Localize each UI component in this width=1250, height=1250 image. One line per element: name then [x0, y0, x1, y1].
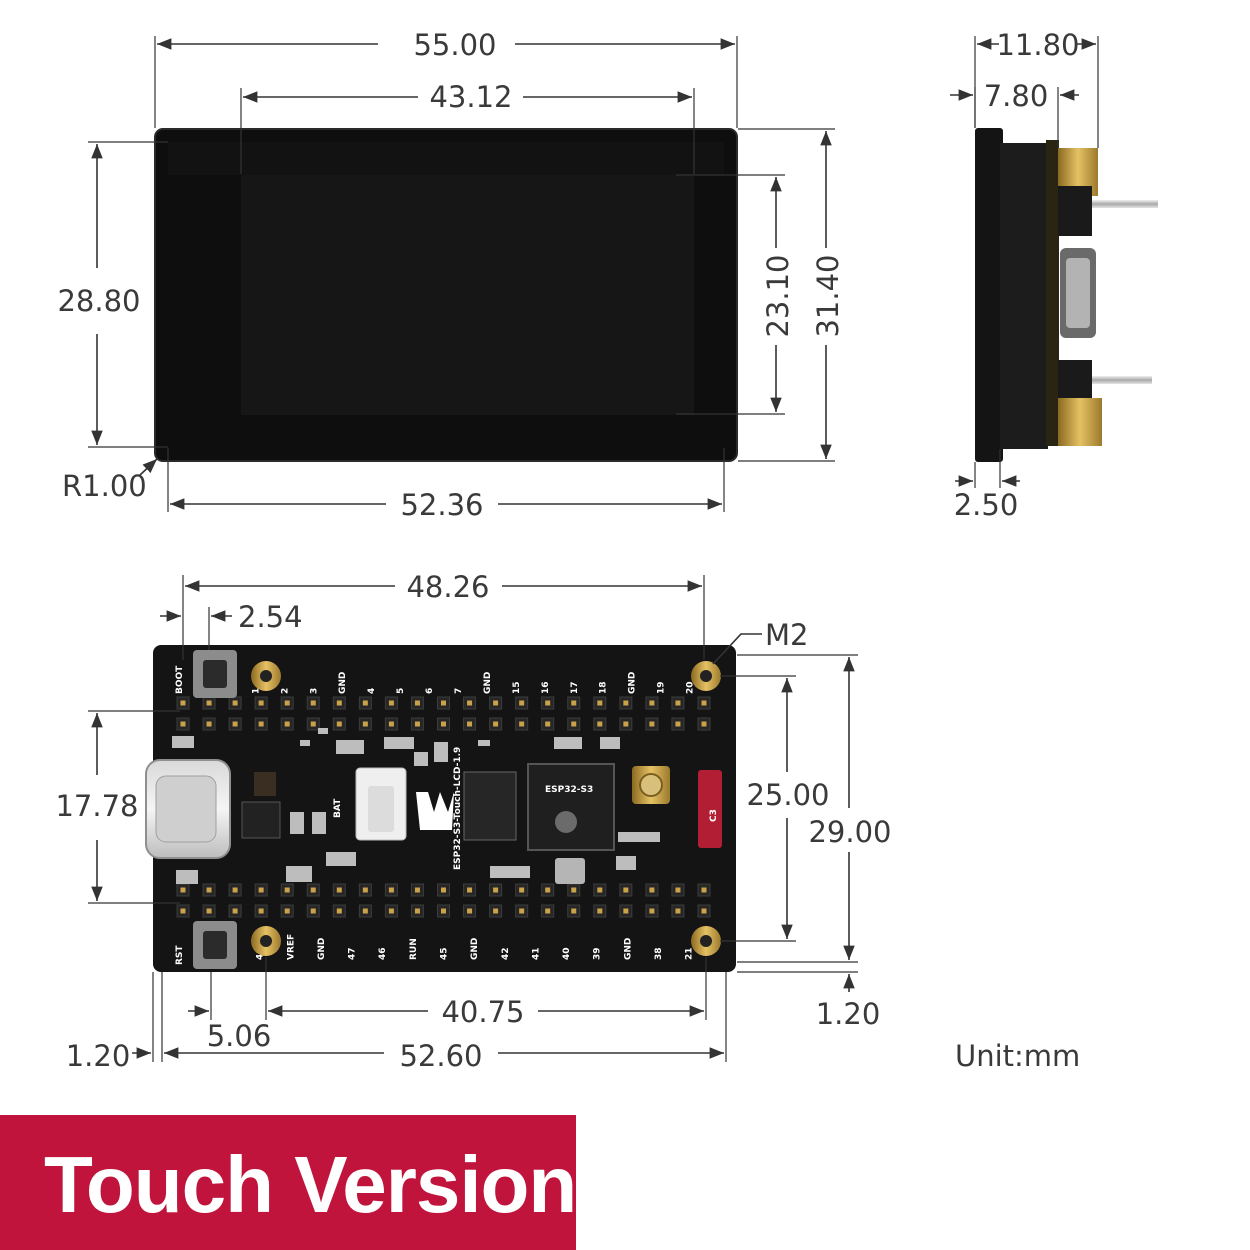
dim-corner-radius: R1.00: [62, 469, 147, 503]
side-bezel: [975, 128, 1003, 462]
boot-label: BOOT: [175, 665, 185, 694]
top-pin-label: 15: [512, 681, 522, 694]
dim-hole-span: 40.75: [441, 995, 524, 1029]
esp32-chip-label: ESP32-S3: [545, 785, 593, 795]
bottom-pin-label: 40: [562, 947, 572, 960]
bottom-pin-label: GND: [623, 938, 633, 960]
dim-left-margin: 1.20: [66, 1039, 131, 1073]
dim-board-width: 52.60: [399, 1039, 482, 1073]
top-pin-label: 1: [251, 688, 261, 694]
antenna-label: C3: [709, 809, 719, 822]
bottom-pin-label: 42: [501, 947, 511, 960]
dim-pin-pitch: 2.54: [238, 600, 303, 634]
side-case: [1000, 143, 1048, 449]
top-pin-label: GND: [338, 672, 348, 694]
front-view: 55.00 43.12 28.80 23.10 31.40 R1.00: [57, 28, 845, 522]
lcd-bezel-top: [168, 142, 724, 175]
dim-screen-width: 43.12: [429, 80, 512, 114]
side-header-bottom: [1058, 398, 1102, 446]
top-pin-label: 16: [541, 681, 551, 694]
dim-board-height: 29.00: [808, 815, 891, 849]
top-pin-label: 18: [599, 681, 609, 694]
unit-label: Unit:mm: [955, 1039, 1080, 1073]
banner-title: Touch Version: [44, 1140, 577, 1229]
crystal: [555, 858, 585, 884]
dim-total-depth: 11.80: [996, 28, 1079, 62]
side-usb-inner: [1066, 258, 1090, 328]
dim-usb-span: 17.78: [55, 789, 138, 823]
dim-inner-width: 52.36: [400, 488, 483, 522]
bottom-view: 4344123GND4567GND15161718GND1920 VBUS3V3…: [55, 570, 1080, 1073]
side-pin-top: [1092, 200, 1158, 208]
top-pin-label: 3: [309, 688, 319, 694]
bottom-pin-label: 21: [685, 947, 695, 960]
top-pin-label: 6: [425, 688, 435, 694]
esp32-chip: [527, 763, 615, 851]
bottom-pin-label: 47: [348, 947, 358, 960]
bottom-pin-header: [176, 883, 711, 918]
bottom-pin-label: 39: [593, 947, 603, 960]
bottom-pin-label: 46: [378, 947, 388, 960]
top-pin-label: 2: [280, 688, 290, 694]
dim-frame-height: 31.40: [811, 254, 845, 337]
side-header-top-block: [1058, 186, 1092, 236]
dim-bottom-margin: 1.20: [816, 997, 881, 1031]
battery-label: BAT: [333, 798, 343, 818]
top-pin-label: 4: [367, 688, 377, 694]
dim-screen-height: 23.10: [761, 254, 795, 337]
dim-hole-offset: 5.06: [207, 1019, 272, 1053]
bottom-pin-label: 38: [654, 947, 664, 960]
bottom-pin-label: 41: [531, 947, 541, 960]
bottom-pin-label: 45: [440, 947, 450, 960]
side-pin-bottom: [1092, 376, 1152, 384]
version-banner: Touch Version: [0, 1115, 577, 1250]
rst-label: RST: [175, 945, 185, 965]
top-pin-label: 20: [686, 681, 696, 694]
top-pin-label: GND: [628, 672, 638, 694]
bottom-pin-label: GND: [317, 938, 327, 960]
dim-hole-vertical-span: 25.00: [746, 778, 829, 812]
top-pin-label: GND: [483, 672, 493, 694]
flash-chip: [463, 771, 517, 841]
waveshare-logo-icon: [416, 792, 454, 830]
dim-overall-width: 55.00: [413, 28, 496, 62]
smd-components: [172, 728, 660, 884]
dim-pin-row-span: 48.26: [406, 570, 489, 604]
top-pin-label: 19: [657, 681, 667, 694]
power-chip: [241, 801, 281, 839]
board-name: ESP32-S3-Touch-LCD-1.9: [453, 747, 463, 870]
dim-bezel-depth: 2.50: [954, 488, 1019, 522]
bottom-pin-label: GND: [470, 938, 480, 960]
dim-mount-hole: M2: [765, 618, 808, 652]
dim-pin-depth: 7.80: [984, 79, 1049, 113]
side-pcb: [1046, 140, 1059, 446]
bottom-pin-label: RUN: [409, 938, 419, 960]
dim-overall-height: 28.80: [57, 284, 140, 318]
top-pin-label: 7: [454, 688, 464, 694]
top-pin-header: [176, 696, 711, 731]
top-pin-label: 17: [570, 681, 580, 694]
lcd-screen: [241, 175, 694, 415]
imu-chip: [254, 772, 276, 796]
bottom-pin-label: VREF: [286, 934, 296, 960]
top-pin-label: 5: [396, 688, 406, 694]
side-view: 11.80 7.80 2.50: [950, 28, 1158, 522]
antenna-chip: [698, 770, 722, 848]
